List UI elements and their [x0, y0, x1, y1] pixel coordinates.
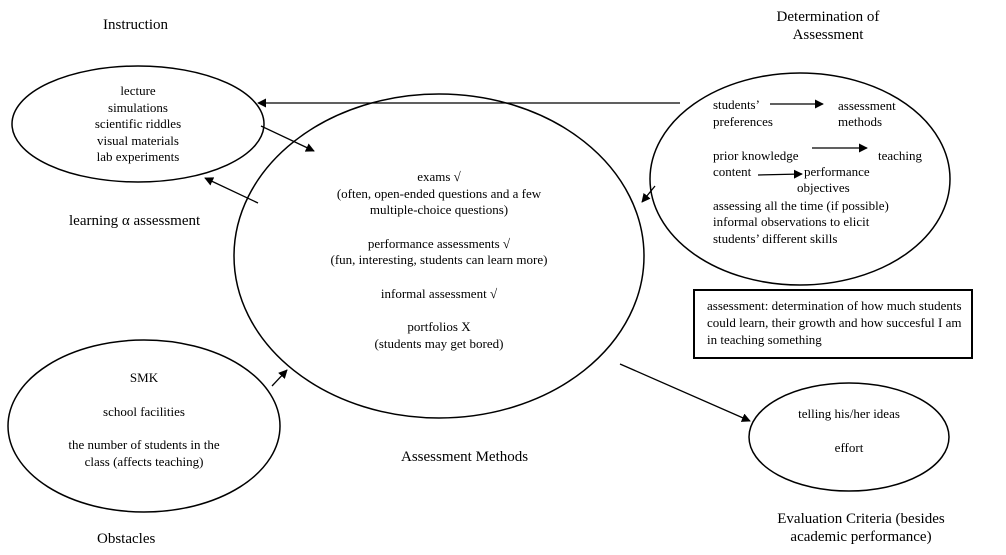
obstacle-item: class (affects teaching) [84, 453, 204, 469]
label-assessment-methods: Assessment Methods [401, 449, 529, 465]
method-informal: informal assessment √ [380, 285, 498, 301]
evaluation-item: telling his/her ideas [798, 406, 900, 421]
instruction-item: scientific riddles [94, 116, 182, 131]
assessment-methods-ellipse [233, 93, 645, 419]
instruction-item: lecture [120, 83, 156, 98]
det-line1: assessing all the time (if possible) [713, 198, 889, 213]
det-prior-knowledge: prior knowledge [713, 148, 799, 163]
obstacles-list: SMK school facilities the number of stud… [44, 370, 244, 470]
det-performance: performance [804, 164, 870, 179]
arrow-instruction-to-methods [260, 125, 315, 152]
arrow-methods-to-evaluation [619, 363, 751, 422]
det-methods: methods [838, 114, 883, 129]
method-portfolios-note: (students may get bored) [374, 335, 504, 351]
det-line3: students’ different skills [713, 231, 838, 246]
label-instruction: Instruction [103, 17, 168, 33]
label-evaluation-line1: Evaluation Criteria (besides [777, 511, 945, 527]
det-preferences: preferences [713, 114, 773, 129]
instruction-item: simulations [108, 99, 168, 115]
label-evaluation: Evaluation Criteria (besides academic pe… [756, 510, 966, 546]
arrow-methods-to-instruction [204, 177, 259, 204]
det-teaching: teaching [878, 148, 923, 163]
methods-list: exams √ (often, open-ended questions and… [304, 169, 574, 352]
method-performance: performance assessments √ [367, 235, 511, 251]
obstacles-ellipse [7, 339, 281, 513]
arrow-obstacles-to-methods [271, 369, 288, 387]
definition-box: assessment: determination of how much st… [693, 289, 973, 359]
det-line2: informal observations to elicit [713, 214, 870, 229]
instruction-item: visual materials [97, 132, 179, 148]
arrow-determination-to-methods [641, 185, 656, 203]
det-objectives: objectives [797, 180, 850, 195]
definition-text: assessment: determination of how much st… [707, 298, 962, 347]
label-determination-line2: Assessment [792, 27, 864, 43]
method-exams-note: (often, open-ended questions and a few [336, 185, 542, 201]
evaluation-list: telling his/her ideas effort [774, 406, 924, 456]
label-determination-line1: Determination of [776, 9, 880, 25]
instruction-list: lecture simulations scientific riddles v… [68, 83, 208, 166]
obstacle-item: school facilities [103, 403, 185, 419]
obstacle-item: SMK [129, 370, 159, 385]
det-students: students’ [713, 97, 760, 112]
evaluation-ellipse [748, 382, 950, 492]
instruction-item: lab experiments [96, 149, 180, 164]
det-content: content [713, 164, 752, 179]
label-evaluation-line2: academic performance) [790, 529, 932, 545]
arrow-content-to-objectives [757, 169, 803, 179]
method-exams-note-2: multiple-choice questions) [369, 202, 509, 217]
method-portfolios: portfolios X [407, 319, 471, 334]
obstacle-item: the number of students in the [68, 437, 220, 452]
method-exams: exams √ [417, 169, 461, 184]
instruction-ellipse [11, 65, 265, 183]
method-performance-note: (fun, interesting, students can learn mo… [330, 252, 548, 267]
label-determination: Determination of Assessment [756, 8, 900, 44]
det-assessment: assessment [838, 98, 896, 113]
label-obstacles: Obstacles [97, 531, 156, 547]
determination-ellipse [649, 72, 951, 286]
label-learning-assessment: learning α assessment [69, 213, 201, 229]
evaluation-item: effort [834, 439, 864, 455]
